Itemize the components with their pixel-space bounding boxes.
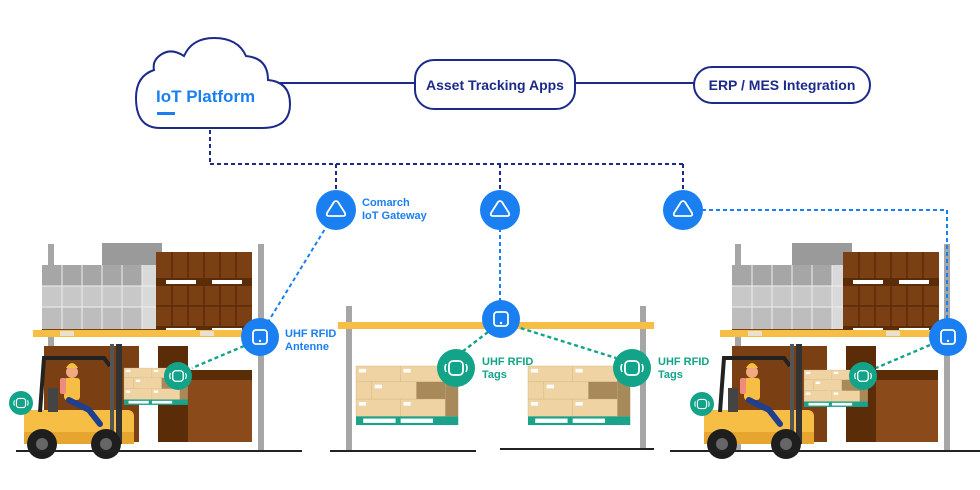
gateway-right-node <box>663 190 703 230</box>
tag-right-forklift-node <box>690 392 714 416</box>
antenna-label-line2: Antenne <box>285 341 329 353</box>
iot-platform-underline <box>157 112 175 115</box>
cloud-icon <box>134 36 292 129</box>
tag-right-pallet-node <box>849 362 877 390</box>
iot-platform-label: IoT Platform <box>156 87 256 106</box>
asset-tracking-apps-node: Asset Tracking Apps <box>414 59 576 110</box>
antenna-right-node <box>929 318 967 356</box>
gateway-label-line2: IoT Gateway <box>362 210 427 222</box>
antenna-label-line1: UHF RFID <box>285 328 337 340</box>
tags-label-line1: UHF RFID <box>482 356 534 368</box>
tags-label-line1: UHF RFID <box>658 356 710 368</box>
antenna-center-node <box>482 300 520 338</box>
gateway-label: Comarch IoT Gateway <box>362 197 427 223</box>
gateway-label-line1: Comarch <box>362 197 410 209</box>
tags-label-center-right: UHF RFID Tags <box>658 356 709 382</box>
tags-label-center-left: UHF RFID Tags <box>482 356 533 382</box>
asset-tracking-apps-label: Asset Tracking Apps <box>426 76 564 93</box>
gateway-center-node <box>480 190 520 230</box>
tag-left-forklift-node <box>9 391 33 415</box>
tag-left-pallet-node <box>164 362 192 390</box>
erp-mes-integration-node: ERP / MES Integration <box>693 66 871 104</box>
erp-mes-integration-label: ERP / MES Integration <box>708 77 856 93</box>
antenna-left-node <box>241 318 279 356</box>
left-warehouse <box>16 242 302 459</box>
right-warehouse <box>670 242 980 459</box>
antenna-label: UHF RFID Antenne <box>285 328 336 354</box>
link-gw-right-antenna <box>702 209 948 322</box>
link-gw-left-antenna <box>267 223 329 323</box>
tag-center-left-node <box>437 349 475 387</box>
gateway-left-node <box>316 190 356 230</box>
network-bus <box>209 130 684 190</box>
tags-label-line2: Tags <box>482 369 507 381</box>
tags-label-line2: Tags <box>658 369 683 381</box>
tag-center-right-node <box>613 349 651 387</box>
